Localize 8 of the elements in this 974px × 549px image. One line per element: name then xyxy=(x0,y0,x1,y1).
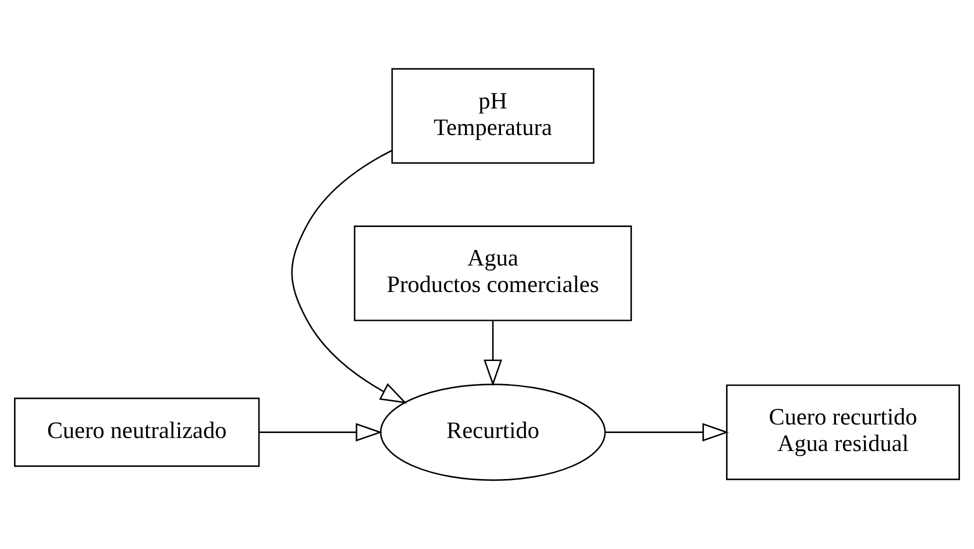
node-box: Agua Productos comerciales xyxy=(354,226,632,322)
arrow xyxy=(484,320,502,386)
arrow xyxy=(291,150,407,404)
node-box: Cuero recurtido Agua residual xyxy=(726,384,960,480)
arrow xyxy=(259,422,382,442)
node-box: Cuero neutralizado xyxy=(14,398,260,467)
node-box: pH Temperatura xyxy=(391,68,594,164)
arrow xyxy=(606,422,729,442)
